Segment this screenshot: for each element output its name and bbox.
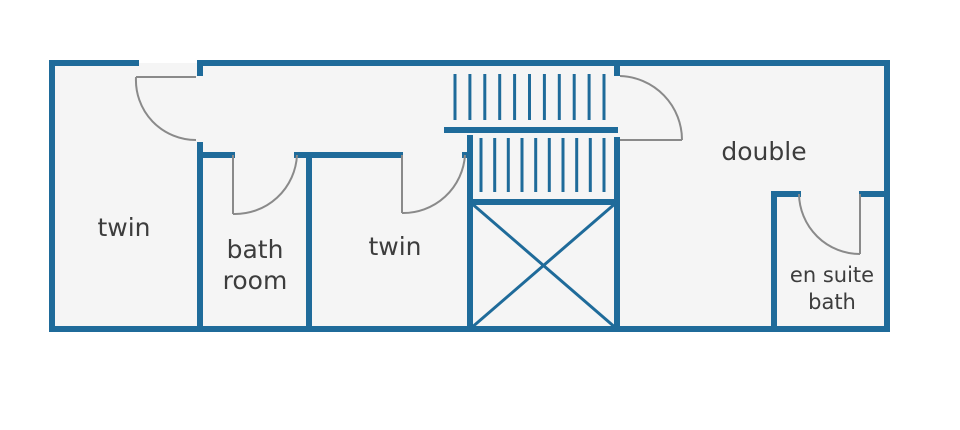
label-double: double	[721, 137, 806, 166]
label-twin-left: twin	[97, 213, 150, 242]
door-middle-twin	[401, 154, 466, 215]
label-bathroom-line2: room	[223, 266, 288, 295]
lift-shaft-cross	[469, 200, 618, 331]
interior-walls	[197, 60, 890, 332]
door-ensuite	[798, 193, 861, 255]
door-bathroom	[232, 154, 298, 216]
door-left-twin	[134, 76, 197, 142]
stair-treads-upper	[453, 74, 606, 120]
label-ensuite-line2: bath	[808, 290, 856, 314]
label-twin-middle: twin	[368, 232, 421, 261]
label-ensuite-line1: en suite	[790, 263, 874, 287]
label-bathroom-line1: bath	[227, 235, 284, 264]
stair-treads-lower	[479, 138, 606, 192]
door-stair	[619, 75, 683, 141]
